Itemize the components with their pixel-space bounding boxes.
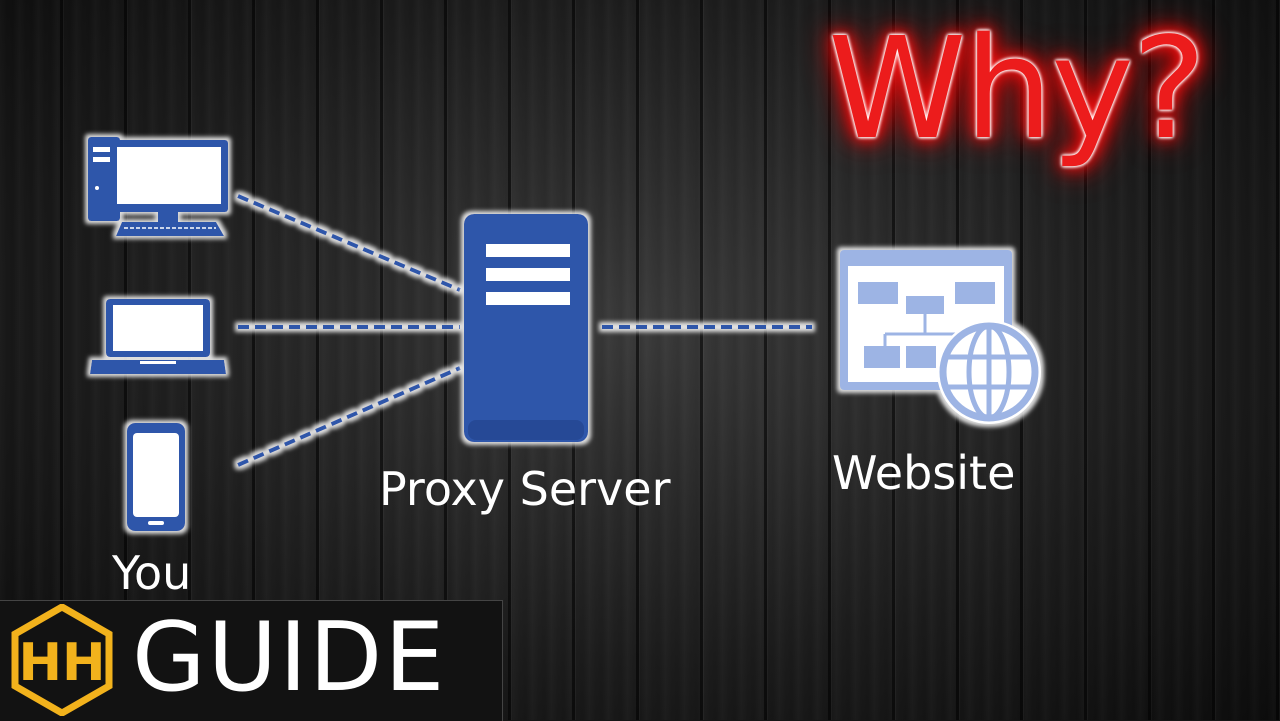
proxy-server-label: Proxy Server (379, 462, 671, 516)
logo-letters: HH (18, 633, 105, 693)
guide-label: GUIDE (132, 603, 447, 713)
heading-why: Why? (828, 8, 1206, 171)
desktop-computer-icon (88, 137, 228, 236)
server-icon (464, 214, 588, 442)
laptop-icon (90, 299, 226, 374)
website-icon (840, 250, 1041, 424)
you-label: You (112, 546, 192, 600)
connector-desktop-proxy (237, 194, 461, 292)
hh-logo-icon: HH (11, 604, 113, 716)
connector-lines (237, 194, 812, 467)
smartphone-icon (127, 423, 185, 531)
website-label: Website (832, 446, 1016, 500)
connector-phone-proxy (237, 366, 461, 467)
